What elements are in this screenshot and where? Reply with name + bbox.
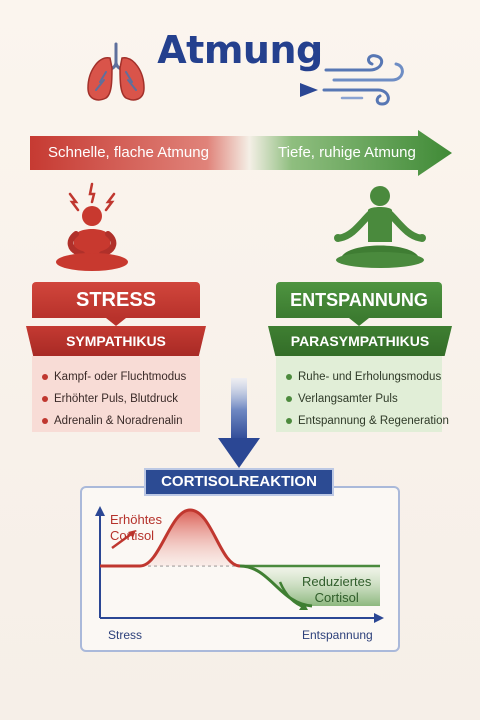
cortisol-title: CORTISOLREAKTION <box>144 468 334 496</box>
down-arrow-icon <box>218 378 260 468</box>
stress-title: STRESS <box>32 282 200 318</box>
list-item: Verlangsamter Puls <box>286 388 434 410</box>
breathing-transition-arrow <box>30 130 452 176</box>
cortisol-peak-area <box>100 510 240 566</box>
relax-header-notch <box>349 318 369 326</box>
low-cortisol-label: Reduziertes Cortisol <box>302 574 372 605</box>
cortisol-peak-line <box>100 508 241 568</box>
bullet-icon <box>42 374 48 380</box>
list-item: Ruhe- und Erholungsmodus <box>286 366 441 388</box>
meditating-person-icon <box>334 186 426 268</box>
cortisol-curve-chart <box>95 506 384 623</box>
stress-header-notch <box>106 318 126 326</box>
cortisol-drop-line <box>239 564 313 608</box>
lungs-icon <box>87 42 145 101</box>
bullet-icon <box>42 396 48 402</box>
relax-effects-list: Ruhe- und Erholungsmodus Verlangsamter P… <box>276 356 449 432</box>
bullet-icon <box>286 374 292 380</box>
list-item: Adrenalin & Noradrenalin <box>42 410 192 432</box>
x-axis-left-label: Stress <box>108 628 143 642</box>
banner-left-label: Schnelle, flache Atmung <box>48 144 209 161</box>
list-item: Entspannung & Regeneration <box>286 410 449 432</box>
list-item: Kampf- oder Fluchtmodus <box>42 366 192 388</box>
stressed-person-icon <box>56 182 128 271</box>
bullet-icon <box>42 418 48 424</box>
banner-right-label: Tiefe, ruhige Atmung <box>278 144 416 161</box>
parasympathikus-label: PARASYMPATHIKUS <box>268 326 452 356</box>
sympathikus-label: SYMPATHIKUS <box>26 326 206 356</box>
list-item: Erhöhter Puls, Blutdruck <box>42 388 192 410</box>
bullet-icon <box>286 418 292 424</box>
cortisol-drop-area <box>240 566 380 606</box>
bullet-icon <box>286 396 292 402</box>
page-title: Atmung <box>157 28 323 72</box>
x-axis-right-label: Entspannung <box>302 628 373 642</box>
stress-effects-list: Kampf- oder Fluchtmodus Erhöhter Puls, B… <box>32 356 200 432</box>
high-cortisol-label: Erhöhtes Cortisol <box>110 512 163 543</box>
y-axis-arrowhead <box>95 506 105 516</box>
x-axis-arrowhead <box>374 613 384 623</box>
wind-icon <box>322 54 404 106</box>
entspannung-title: ENTSPANNUNG <box>276 282 442 318</box>
breath-flow-arrow <box>154 83 318 97</box>
